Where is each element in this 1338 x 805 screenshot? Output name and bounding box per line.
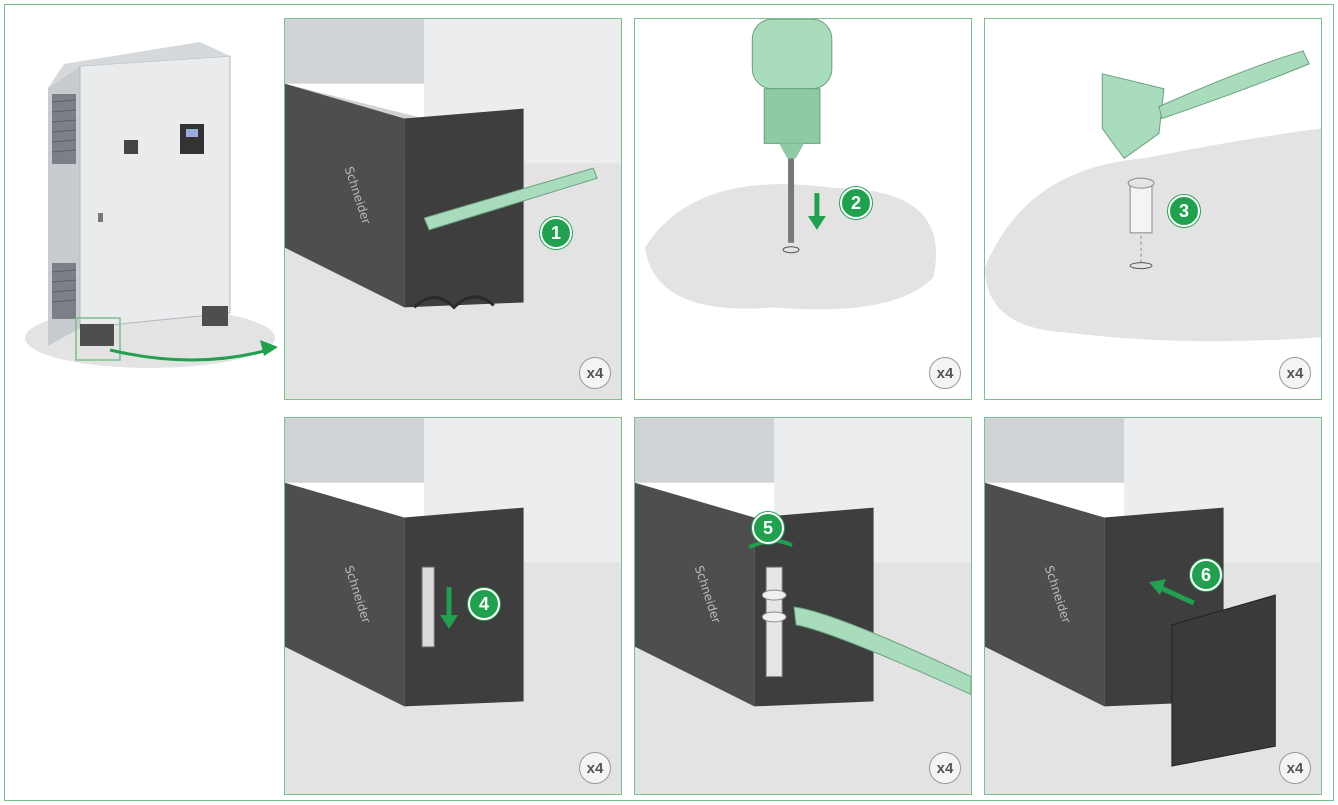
cover-plate-illustration: Schneider [985,418,1321,794]
step-5-panel: Schneider 5 x4 [634,417,972,795]
quantity-label: x4 [579,357,611,389]
quantity-label: x4 [579,752,611,784]
quantity-label: x4 [929,357,961,389]
cabinet-overview [20,28,280,378]
step-2-panel: 2 x4 [634,18,972,400]
step-1-panel: Schneider 1 x4 [284,18,622,400]
step-number-badge: 6 [1190,559,1222,591]
step-number-badge: 5 [752,512,784,544]
step-number-badge: 4 [468,588,500,620]
step-6-panel: Schneider 6 x4 [984,417,1322,795]
diagram-frame [4,4,1334,801]
quantity-label: x4 [929,752,961,784]
anchor-bolt-illustration: Schneider [285,418,621,794]
step-3-panel: 3 x4 [984,18,1322,400]
drill-illustration [644,19,937,310]
curved-arrow-icon [109,340,278,362]
step-4-panel: Schneider 4 x4 [284,417,622,795]
quantity-label: x4 [1279,752,1311,784]
step-number-badge: 1 [540,217,572,249]
step-number-badge: 3 [1168,195,1200,227]
step-number-badge: 2 [840,187,872,219]
wrench-illustration: Schneider [635,418,971,794]
hammer-illustration [985,50,1321,342]
cabinet-illustration [25,42,275,368]
quantity-label: x4 [1279,357,1311,389]
base-corner-illustration: Schneider [285,19,621,399]
